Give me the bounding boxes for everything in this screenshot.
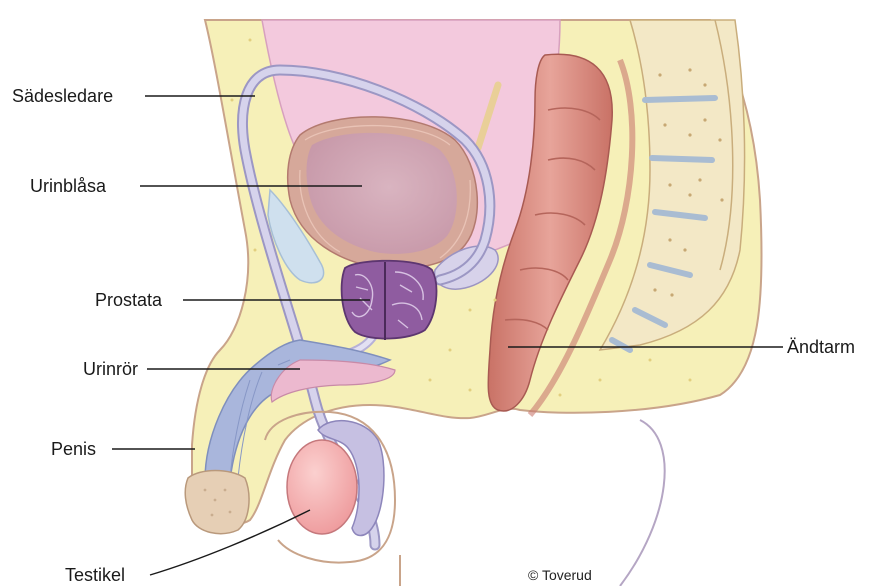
credit-text: © Toverud (528, 567, 592, 583)
label-penis: Penis (51, 440, 96, 458)
label-andtarm: Ändtarm (787, 338, 855, 356)
label-urinror: Urinrör (83, 360, 138, 378)
glans (185, 471, 249, 534)
label-prostata: Prostata (95, 291, 162, 309)
label-urinblasa: Urinblåsa (30, 177, 106, 195)
leg-outline (620, 420, 665, 586)
label-sadesledare: Sädesledare (12, 87, 113, 105)
testicle (287, 440, 357, 534)
label-testikel: Testikel (65, 566, 125, 584)
